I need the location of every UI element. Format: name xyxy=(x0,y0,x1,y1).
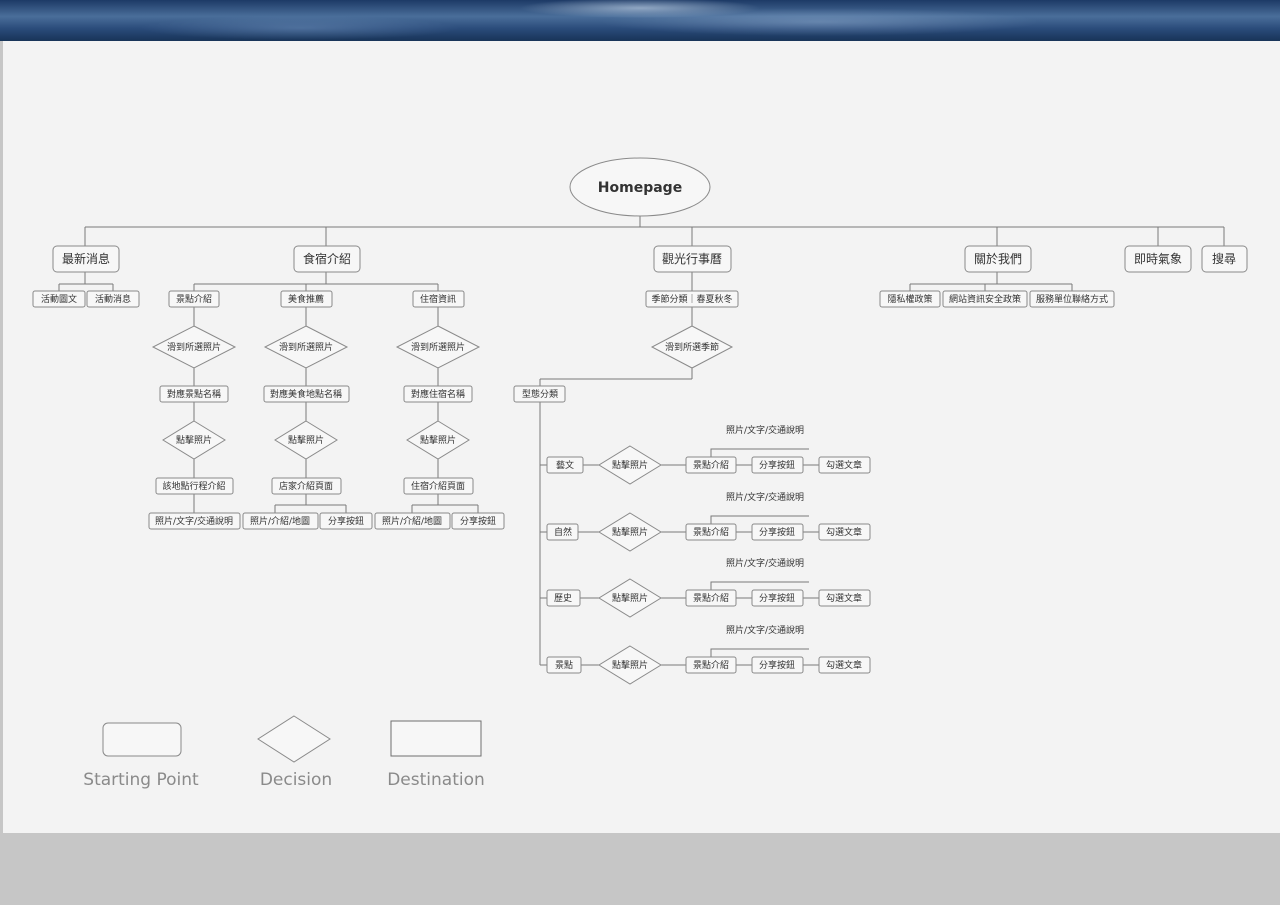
top-node-label: 觀光行事曆 xyxy=(662,252,722,266)
calendar-flow: 季節分類｜春夏秋冬 滑到所選季節 型態分類 xyxy=(513,290,739,403)
decision-label: 滑到所選季節 xyxy=(665,341,719,353)
step-label: 對應美食地點名稱 xyxy=(270,388,342,400)
decision-label: 點擊照片 xyxy=(288,434,324,446)
decision-label: 點擊照片 xyxy=(612,592,648,604)
info-label: 照片/文字/交通說明 xyxy=(726,491,804,503)
top-node-label: 食宿介紹 xyxy=(303,251,351,266)
info-label: 照片/文字/交通說明 xyxy=(726,624,804,636)
column-head: 住宿資訊 xyxy=(420,293,456,305)
homepage-node: Homepage xyxy=(569,157,711,217)
node-label: 服務單位聯絡方式 xyxy=(1036,293,1108,305)
legend-decision-shape xyxy=(257,715,331,763)
top-node-search: 搜尋 xyxy=(1201,245,1248,273)
calendar-branch-nature: 自然 點擊照片 景點介紹 分享按鈕 勾選文章 照片/文字/交通說明 xyxy=(546,491,871,552)
legend-start-label: Starting Point xyxy=(83,770,199,790)
top-node-about: 關於我們 xyxy=(964,245,1032,273)
sitemap-canvas: Homepage 最新消息 食宿介紹 觀光行事曆 關於我們 即時氣象 搜尋 活動… xyxy=(3,41,1280,833)
top-node-label: 關於我們 xyxy=(974,251,1022,266)
calendar-branch-arts: 藝文 點擊照片 景點介紹 分享按鈕 勾選文章 照片/文字/交通說明 xyxy=(546,424,871,485)
connectors xyxy=(58,216,1225,666)
news-child: 活動消息 xyxy=(86,290,140,308)
output-label: 分享按鈕 xyxy=(460,515,496,527)
footer-bar xyxy=(0,833,1280,905)
share-label: 分享按鈕 xyxy=(759,592,795,604)
article-label: 勾選文章 xyxy=(826,459,862,471)
share-label: 分享按鈕 xyxy=(759,526,795,538)
season-label: 季節分類｜春夏秋冬 xyxy=(651,293,732,305)
decision-label: 點擊照片 xyxy=(176,434,212,446)
info-label: 照片/文字/交通說明 xyxy=(726,557,804,569)
decision-label: 滑到所選照片 xyxy=(279,341,333,353)
branch-label: 景點 xyxy=(555,659,573,671)
legend-destination-label: Destination xyxy=(387,770,485,790)
intro-label: 景點介紹 xyxy=(693,526,729,538)
top-node-label: 最新消息 xyxy=(62,251,110,266)
share-label: 分享按鈕 xyxy=(759,459,795,471)
about-child: 服務單位聯絡方式 xyxy=(1029,290,1115,308)
homepage-label: Homepage xyxy=(598,180,682,196)
node-label: 隱私權政策 xyxy=(887,293,932,305)
legend-destination-shape xyxy=(390,720,482,757)
legend: Starting Point Decision Destination xyxy=(83,715,485,790)
output-label: 照片/介紹/地圖 xyxy=(382,515,442,527)
branch-label: 自然 xyxy=(554,526,572,538)
food-column-lodging: 住宿資訊 滑到所選照片 對應住宿名稱 點擊照片 住宿介紹頁面 照片/介紹/地圖 … xyxy=(374,290,505,530)
article-label: 勾選文章 xyxy=(826,659,862,671)
news-child: 活動圖文 xyxy=(32,290,86,308)
sitemap-diagram: Homepage 最新消息 食宿介紹 觀光行事曆 關於我們 即時氣象 搜尋 活動… xyxy=(32,157,1248,790)
page-label: 店家介紹頁面 xyxy=(279,480,333,492)
intro-label: 景點介紹 xyxy=(693,459,729,471)
branch-label: 藝文 xyxy=(556,459,574,471)
decision-label: 點擊照片 xyxy=(420,434,456,446)
node-label: 活動消息 xyxy=(95,293,131,305)
article-label: 勾選文章 xyxy=(826,592,862,604)
page-label: 住宿介紹頁面 xyxy=(411,480,465,492)
article-label: 勾選文章 xyxy=(826,526,862,538)
header-banner xyxy=(0,0,1280,41)
decision-label: 滑到所選照片 xyxy=(411,341,465,353)
decision-label: 點擊照片 xyxy=(612,459,648,471)
about-child: 網站資訊安全政策 xyxy=(942,290,1028,308)
calendar-branch-history: 歷史 點擊照片 景點介紹 分享按鈕 勾選文章 照片/文字/交通說明 xyxy=(546,557,871,618)
top-node-news: 最新消息 xyxy=(52,245,120,273)
calendar-branch-sights: 景點 點擊照片 景點介紹 分享按鈕 勾選文章 照片/文字/交通說明 xyxy=(546,624,871,685)
intro-label: 景點介紹 xyxy=(693,659,729,671)
column-head: 美食推薦 xyxy=(288,293,324,305)
info-label: 照片/文字/交通說明 xyxy=(726,424,804,436)
top-node-weather: 即時氣象 xyxy=(1124,245,1192,273)
intro-label: 景點介紹 xyxy=(693,592,729,604)
output-label: 分享按鈕 xyxy=(328,515,364,527)
legend-start-shape xyxy=(102,722,182,757)
top-node-label: 搜尋 xyxy=(1212,251,1236,266)
share-label: 分享按鈕 xyxy=(759,659,795,671)
decision-label: 點擊照片 xyxy=(612,659,648,671)
decision-label: 滑到所選照片 xyxy=(167,341,221,353)
top-node-calendar: 觀光行事曆 xyxy=(653,245,732,273)
top-node-food-lodging: 食宿介紹 xyxy=(293,245,361,273)
food-column-dining: 美食推薦 滑到所選照片 對應美食地點名稱 點擊照片 店家介紹頁面 照片/介紹/地… xyxy=(242,290,373,530)
food-column-attractions: 景點介紹 滑到所選照片 對應景點名稱 點擊照片 該地點行程介紹 照片/文字/交通… xyxy=(148,290,241,530)
step-label: 對應景點名稱 xyxy=(167,388,221,400)
about-child: 隱私權政策 xyxy=(879,290,941,308)
node-label: 網站資訊安全政策 xyxy=(949,293,1021,305)
type-label: 型態分類 xyxy=(522,388,558,400)
legend-decision-label: Decision xyxy=(260,770,332,790)
node-label: 活動圖文 xyxy=(41,293,77,305)
column-head: 景點介紹 xyxy=(176,293,212,305)
branch-label: 歷史 xyxy=(554,592,572,604)
decision-label: 點擊照片 xyxy=(612,526,648,538)
step-label: 對應住宿名稱 xyxy=(411,388,465,400)
top-node-label: 即時氣象 xyxy=(1134,252,1182,266)
page-label: 該地點行程介紹 xyxy=(162,480,225,492)
output-label: 照片/介紹/地圖 xyxy=(250,515,310,527)
output-label: 照片/文字/交通說明 xyxy=(155,515,233,527)
